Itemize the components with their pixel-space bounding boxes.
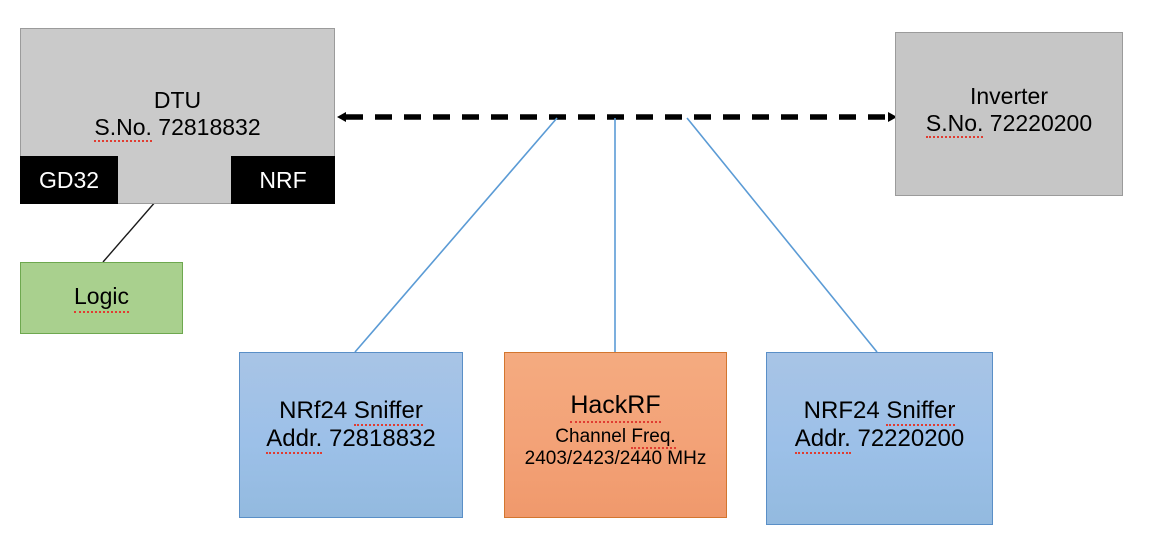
sniffer-right-addr-value: 72220200 bbox=[857, 425, 965, 453]
node-gd32[interactable]: GD32 bbox=[20, 156, 118, 204]
nrf-label: NRF bbox=[259, 166, 307, 193]
dtu-title: DTU bbox=[153, 87, 202, 113]
hackrf-subtitle: Channel Freq. bbox=[555, 425, 676, 449]
sniffer-right-addr-label: Addr. bbox=[794, 425, 851, 455]
node-nrf[interactable]: NRF bbox=[231, 156, 335, 204]
hackrf-title: HackRF bbox=[570, 391, 661, 423]
sniffer-left-address: Addr. 72818832 bbox=[266, 425, 436, 455]
sniffer-left-addr-value: 72818832 bbox=[328, 425, 436, 453]
sniffer-right-chip: NRF24 bbox=[803, 397, 880, 424]
sniffer-right-role: Sniffer bbox=[886, 397, 956, 426]
sniffer-right-title: NRF24 Sniffer bbox=[803, 397, 956, 426]
node-inverter[interactable]: Inverter S.No. 72220200 bbox=[895, 32, 1123, 196]
tap-sniffer-left bbox=[354, 117, 558, 353]
dtu-serial: S.No. 72818832 bbox=[94, 114, 261, 143]
sniffer-right-address: Addr. 72220200 bbox=[794, 425, 965, 455]
gd32-label: GD32 bbox=[38, 166, 100, 193]
inverter-title: Inverter bbox=[970, 83, 1048, 109]
inverter-serial: S.No. 72220200 bbox=[925, 110, 1093, 139]
hackrf-subtitle-word1: Channel bbox=[555, 425, 627, 447]
inverter-serial-label: S.No. bbox=[925, 110, 984, 139]
sniffer-left-chip: NRf24 bbox=[279, 397, 348, 424]
node-sniffer-left[interactable]: NRf24 Sniffer Addr. 72818832 bbox=[239, 352, 463, 518]
sniffer-left-addr-label: Addr. bbox=[266, 425, 323, 455]
node-sniffer-right[interactable]: NRF24 Sniffer Addr. 72220200 bbox=[766, 352, 993, 525]
tap-sniffer-right bbox=[686, 117, 878, 353]
hackrf-subtitle-word2: Freq. bbox=[631, 425, 676, 449]
sniffer-left-role: Sniffer bbox=[353, 397, 423, 426]
dtu-serial-label: S.No. bbox=[94, 114, 152, 143]
hackrf-frequencies: 2403/2423/2440 MHz bbox=[524, 447, 707, 469]
node-logic[interactable]: Logic bbox=[20, 262, 183, 334]
dtu-serial-value: 72818832 bbox=[158, 114, 261, 141]
sniffer-left-title: NRf24 Sniffer bbox=[279, 397, 423, 426]
inverter-serial-value: 72220200 bbox=[989, 110, 1093, 137]
node-hackrf[interactable]: HackRF Channel Freq. 2403/2423/2440 MHz bbox=[504, 352, 727, 518]
logic-label: Logic bbox=[74, 283, 129, 313]
